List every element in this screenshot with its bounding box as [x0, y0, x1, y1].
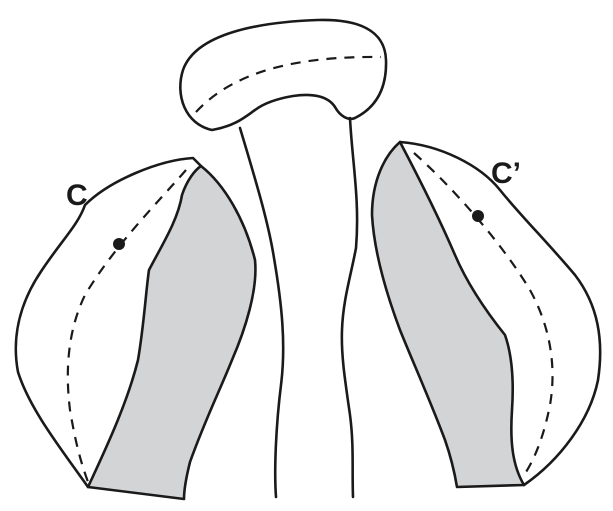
- stalk-cap-dashed-line: [196, 57, 381, 112]
- left-lobe-cut-surface: [88, 166, 255, 499]
- central-stalk: [240, 118, 357, 497]
- right-lobe-point: [472, 210, 484, 222]
- left-lobe: [16, 158, 256, 499]
- right-lobe-cut-surface: [372, 142, 524, 487]
- right-lobe: [372, 142, 600, 487]
- label-c: C: [66, 179, 88, 212]
- left-lobe-point: [113, 238, 125, 250]
- label-c-prime: C’: [491, 157, 521, 190]
- stalk-cap: [180, 20, 386, 130]
